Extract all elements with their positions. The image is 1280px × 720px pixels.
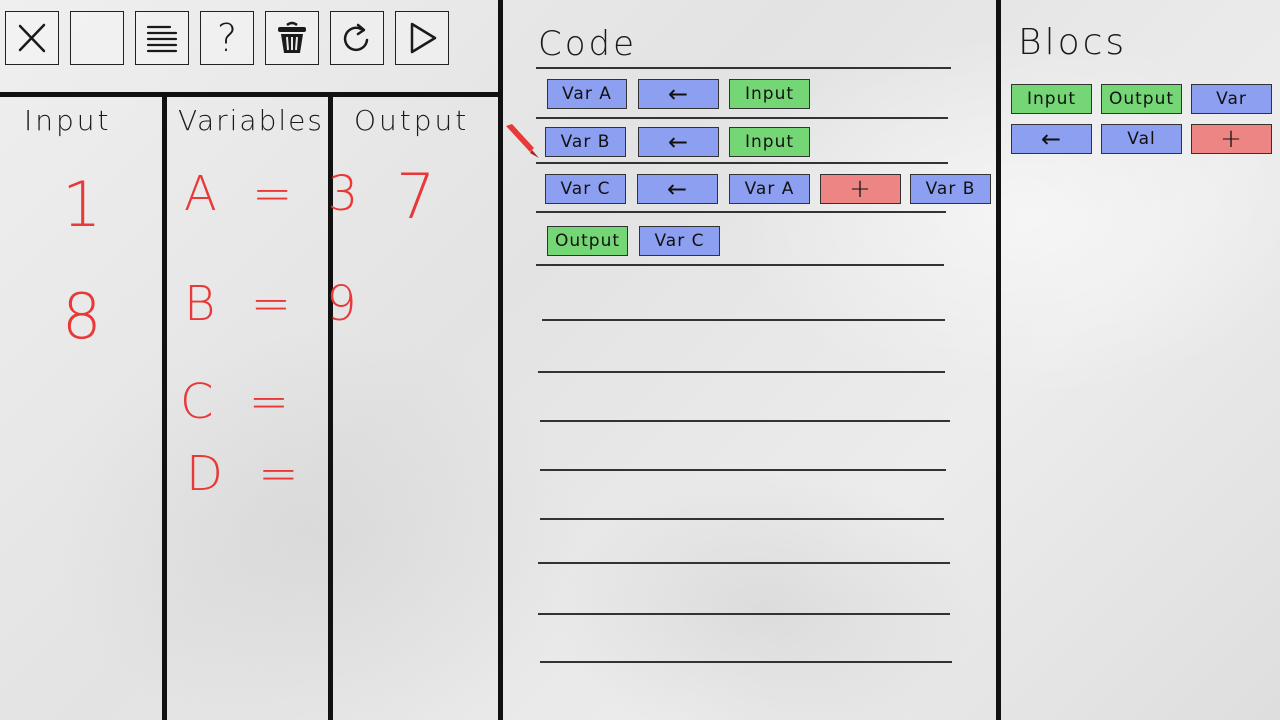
palette-block-var[interactable]: Var	[1191, 84, 1272, 114]
input-value-1: 1	[62, 168, 102, 241]
code-line-rule	[538, 613, 950, 615]
menu-lines-icon	[146, 25, 178, 53]
variable-b: B = 9	[184, 276, 367, 332]
run-button[interactable]	[395, 11, 449, 65]
palette-block-val[interactable]: Val	[1101, 124, 1182, 154]
code-block-var[interactable]: Var A	[729, 174, 810, 204]
assign-arrow-icon: ←	[667, 80, 690, 108]
assign-arrow-icon: ←	[1040, 125, 1063, 153]
output-value-1: 7	[396, 160, 436, 233]
code-line-rule	[542, 319, 945, 321]
code-line-rule	[536, 264, 944, 266]
palette-block-plus[interactable]: +	[1191, 124, 1272, 154]
code-block-input[interactable]: Input	[729, 127, 810, 157]
reload-icon	[343, 23, 369, 52]
variables-title: Variables	[178, 104, 324, 137]
plus-icon: +	[849, 174, 872, 204]
blank-button[interactable]	[70, 11, 124, 65]
close-button[interactable]	[5, 11, 59, 65]
input-value-2: 8	[62, 280, 102, 353]
variable-d: D =	[186, 446, 309, 502]
code-block-input[interactable]: Input	[729, 79, 810, 109]
divider-variables-output	[328, 95, 333, 720]
question-icon: ?	[216, 16, 238, 60]
code-line-rule	[540, 420, 950, 422]
code-title: Code	[538, 24, 638, 64]
menu-button[interactable]	[135, 11, 189, 65]
code-block-var[interactable]: Var C	[639, 226, 720, 256]
code-block-var[interactable]: Var A	[547, 79, 627, 109]
trash-icon	[278, 21, 306, 53]
blocs-title: Blocs	[1018, 22, 1128, 63]
assign-arrow-icon: ←	[667, 128, 690, 156]
code-line-rule	[540, 661, 952, 663]
code-line-rule	[536, 67, 951, 69]
variable-c: C =	[180, 374, 299, 430]
code-block-var[interactable]: Var C	[545, 174, 626, 204]
pencil-cursor-icon	[506, 124, 539, 158]
toolbar-bottom-border	[0, 92, 500, 97]
code-block-plus[interactable]: +	[820, 174, 901, 204]
input-title: Input	[24, 104, 112, 137]
delete-button[interactable]	[265, 11, 319, 65]
code-block-output[interactable]: Output	[547, 226, 628, 256]
code-line-rule	[540, 518, 944, 520]
close-icon	[18, 23, 46, 53]
divider-right-column	[996, 0, 1001, 720]
plus-icon: +	[1220, 124, 1243, 154]
assign-arrow-icon: ←	[666, 175, 689, 203]
code-block-assign[interactable]: ←	[638, 79, 719, 109]
code-block-assign[interactable]: ←	[637, 174, 718, 204]
help-button[interactable]: ?	[200, 11, 254, 65]
code-line-rule	[540, 469, 946, 471]
variable-a: A = 3	[184, 166, 369, 222]
output-title: Output	[354, 104, 470, 137]
code-block-assign[interactable]: ←	[638, 127, 719, 157]
code-line-rule	[536, 211, 946, 213]
code-line-rule	[536, 117, 948, 119]
reset-button[interactable]	[330, 11, 384, 65]
play-icon	[410, 22, 437, 54]
divider-left-column	[498, 0, 503, 720]
palette-block-output[interactable]: Output	[1101, 84, 1182, 114]
code-line-rule	[538, 562, 950, 564]
palette-block-input[interactable]: Input	[1011, 84, 1092, 114]
code-block-var[interactable]: Var B	[910, 174, 991, 204]
divider-input-variables	[162, 95, 167, 720]
code-line-rule	[536, 162, 948, 164]
code-line-rule	[538, 371, 945, 373]
palette-block-assign[interactable]: ←	[1011, 124, 1092, 154]
code-block-var[interactable]: Var B	[545, 127, 626, 157]
